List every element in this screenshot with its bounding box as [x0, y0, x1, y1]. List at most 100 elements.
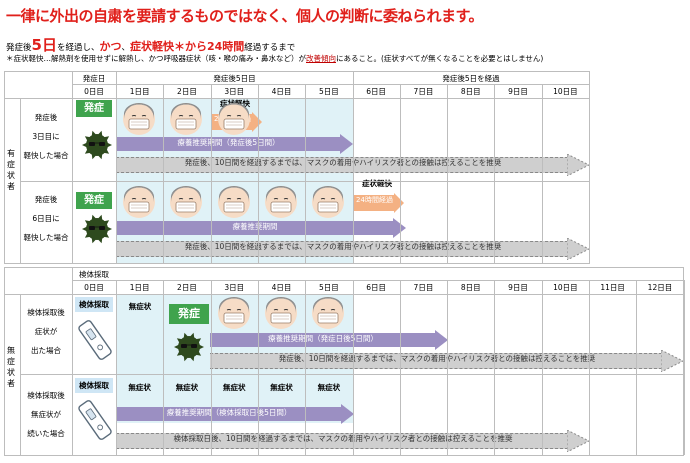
masked-patient-icon: [169, 185, 203, 219]
grid-line: [542, 84, 543, 263]
rule-emph: 5日: [31, 36, 57, 54]
side-label-symptomatic: 有症状者: [5, 148, 17, 192]
day-header: 3日目: [224, 87, 245, 96]
masked-patient-icon: [217, 102, 251, 136]
isolation-period-arrow: 療養推奨期間（検体採取日後5日間）: [116, 404, 354, 424]
day-header: 0日目: [84, 87, 104, 96]
virus-icon: [80, 212, 114, 246]
no-symptom-label: 無症状: [270, 383, 293, 392]
day-header: 9日目: [508, 87, 528, 96]
grid-line: [4, 267, 684, 268]
row-label-line: 続いた場合: [27, 429, 65, 438]
row-label-nosymptom: 検体採取後無症状が続いた場合: [20, 386, 72, 443]
grid-line: [4, 263, 590, 264]
no-symptom-label: 無症状: [128, 383, 151, 392]
isolation-period-label: 療養推奨期間: [232, 222, 278, 231]
grid-line: [353, 280, 354, 455]
test-kit-icon: [78, 318, 112, 360]
grid-line: [683, 267, 684, 455]
virus-icon: [80, 128, 114, 162]
row-label-line: 3日目に: [32, 132, 60, 141]
caution-period-arrow: 発症後、10日間を経過するまでは、マスクの着用やハイリスク者との接触は控えること…: [116, 238, 590, 260]
grid-line: [211, 84, 212, 263]
grid-line: [72, 84, 590, 85]
no-symptom-label: 無症状: [128, 302, 152, 311]
rule-emph: から24時間: [184, 40, 245, 53]
rule-emph: 症状軽快: [129, 40, 174, 53]
no-symptom-label: 無症状: [175, 383, 199, 392]
grid-line: [72, 280, 684, 281]
caution-period-arrow: 発症後、10日間を経過するまでは、マスクの着用やハイリスク者との接触は控えること…: [116, 154, 590, 176]
masked-patient-icon: [264, 185, 298, 219]
masked-patient-icon: [122, 102, 156, 136]
day-header: 12日目: [647, 283, 673, 292]
day-header: 9日目: [508, 283, 528, 292]
grid-line: [589, 71, 590, 263]
grid-line: [163, 280, 164, 455]
row-label-line: 出た場合: [31, 346, 61, 355]
grid-line: [163, 84, 164, 263]
group-test: 検体採取: [79, 270, 109, 279]
grid-line: [447, 84, 448, 263]
grid-line: [494, 84, 495, 263]
day-header: 11日目: [600, 283, 625, 292]
isolation-period-arrow: 療養推奨期間（発症日後5日間）: [210, 330, 448, 350]
grid-line: [20, 98, 21, 263]
day-header: 5日目: [318, 87, 339, 96]
grid-line: [305, 84, 306, 263]
day-header: 2日目: [177, 283, 197, 292]
no-symptom-label: 無症状: [317, 383, 341, 392]
caution-label: 検体採取日後、10日間を経過するまでは、マスクの着用やハイリスク者との接触は控え…: [173, 434, 513, 443]
arrow-head: [567, 430, 590, 452]
arrow-head: [252, 112, 262, 132]
arrow-head: [567, 238, 590, 260]
caution-label: 発症後、10日間を経過するまでは、マスクの着用やハイリスク者との接触は控えること…: [184, 242, 502, 251]
grid-line: [116, 280, 117, 455]
day-header: 7日目: [413, 283, 434, 292]
row-label-line: 無症状が: [31, 410, 61, 419]
day-header: 6日目: [366, 283, 387, 292]
caution-period-arrow: 発症後、10日間を経過するまでは、マスクの着用やハイリスク者との接触は控えること…: [210, 350, 684, 372]
arrow-head: [394, 193, 404, 213]
grid-line: [447, 280, 448, 455]
caution-label: 発症後、10日間を経過するまでは、マスクの着用やハイリスク者との接触は控えること…: [184, 158, 502, 167]
day-header: 5日目: [318, 283, 339, 292]
grid-line: [116, 71, 117, 263]
day-header: 7日目: [413, 87, 434, 96]
isolation-period-label: 療養推奨期間（検体採取日後5日間）: [166, 408, 292, 417]
row-label-line: 発症後: [34, 113, 58, 122]
grid-line: [4, 267, 5, 455]
masked-patient-icon: [169, 102, 203, 136]
masked-patient-icon: [122, 185, 156, 219]
day-header: 4日目: [271, 283, 292, 292]
grid-line: [4, 98, 590, 99]
side-label-asymptomatic: 無症状者: [5, 345, 17, 389]
grid-line: [542, 280, 543, 455]
improvement-link[interactable]: 改善傾向: [306, 54, 336, 63]
arrow-head: [435, 330, 448, 350]
row-label-line: 検体採取後: [27, 391, 65, 400]
day-header: 1日目: [129, 87, 150, 96]
def-text: にあること。(症状すべてが無くなることを必要とはしません): [336, 54, 544, 63]
grid-line: [20, 294, 21, 455]
row-label-line: 症状が: [34, 327, 58, 336]
relief-definition: ＊症状軽快…解熱剤を使用せずに解熱し、かつ呼吸器症状（咳・喉の痛み・鼻水など）が…: [6, 53, 543, 64]
isolation-period-arrow: 療養推奨期間（発症後5日間）: [116, 134, 353, 154]
group-after5: 発症後5日を経過: [442, 74, 500, 83]
grid-line: [4, 294, 684, 295]
rule-emph: かつ: [99, 40, 122, 53]
isolation-period-label: 療養推奨期間（発症日後5日間）: [268, 334, 378, 343]
caution-label: 発症後、10日間を経過するまでは、マスクの着用やハイリスク者との接触は控えること…: [278, 354, 596, 363]
day-header: 0日目: [84, 283, 104, 292]
group-onset: 発症日: [82, 74, 106, 83]
isolation-rule: 発症後5日を経過し、かつ、症状軽快＊から24時間経過するまで: [6, 34, 295, 55]
rule-emph: ＊: [173, 40, 185, 53]
isolation-period-arrow: 療養推奨期間: [116, 218, 406, 238]
row-label-line: 検体採取後: [27, 308, 65, 317]
test-tag: 検体採取: [75, 378, 113, 393]
24h-arrow: 24時間経過: [353, 193, 404, 213]
onset-tag: 発症: [169, 304, 209, 324]
grid-line: [72, 267, 73, 455]
day-header: 10日目: [553, 283, 578, 292]
